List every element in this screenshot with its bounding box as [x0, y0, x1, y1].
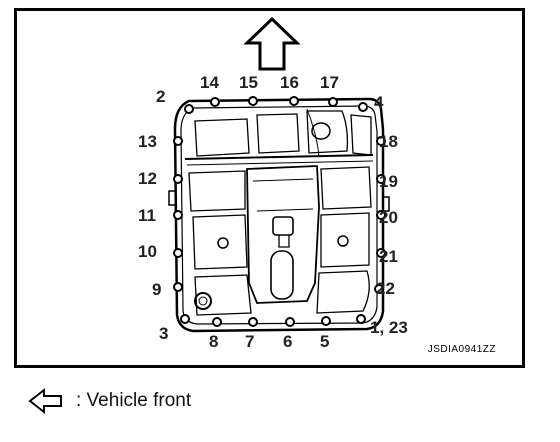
vehicle-front-arrow-icon: [243, 16, 301, 71]
bolt-label-16: 16: [280, 73, 299, 92]
bolt-label-19: 19: [379, 172, 398, 191]
bolt-label-20: 20: [379, 208, 398, 227]
outline-arrow-left-icon: [28, 387, 62, 415]
bolt-label-7: 7: [245, 332, 255, 351]
bolt-label-18: 18: [379, 132, 398, 151]
bolt-label-10: 10: [138, 242, 157, 261]
bolt-label-21: 21: [379, 247, 398, 266]
bolt-label-1-23: 1, 23: [370, 318, 408, 337]
oil-pan-diagram: 2 14 15 16 17 4 13 18 12 19 11 20 10 21 …: [14, 8, 525, 368]
oil-pan-drawing: [168, 16, 390, 333]
bolt-label-3: 3: [159, 324, 169, 343]
bolt-label-15: 15: [239, 73, 258, 92]
bolt-holes: [173, 96, 386, 327]
bolt-label-22: 22: [376, 279, 395, 298]
bolt-label-12: 12: [138, 169, 157, 188]
bolt-label-17: 17: [320, 73, 339, 92]
bolt-label-4: 4: [374, 93, 384, 112]
bolt-label-9: 9: [152, 280, 162, 299]
bolt-label-13: 13: [138, 132, 157, 151]
legend-text: : Vehicle front: [76, 390, 192, 411]
bolt-label-2: 2: [156, 87, 166, 106]
oil-pan-body: [168, 97, 390, 333]
bolt-label-14: 14: [200, 73, 219, 92]
diagram-code: JSDIA0941ZZ: [427, 344, 496, 355]
bolt-label-6: 6: [283, 332, 293, 351]
legend: : Vehicle front: [28, 386, 191, 416]
bolt-label-5: 5: [320, 332, 330, 351]
bolt-label-8: 8: [209, 332, 219, 351]
bolt-label-11: 11: [138, 206, 156, 225]
